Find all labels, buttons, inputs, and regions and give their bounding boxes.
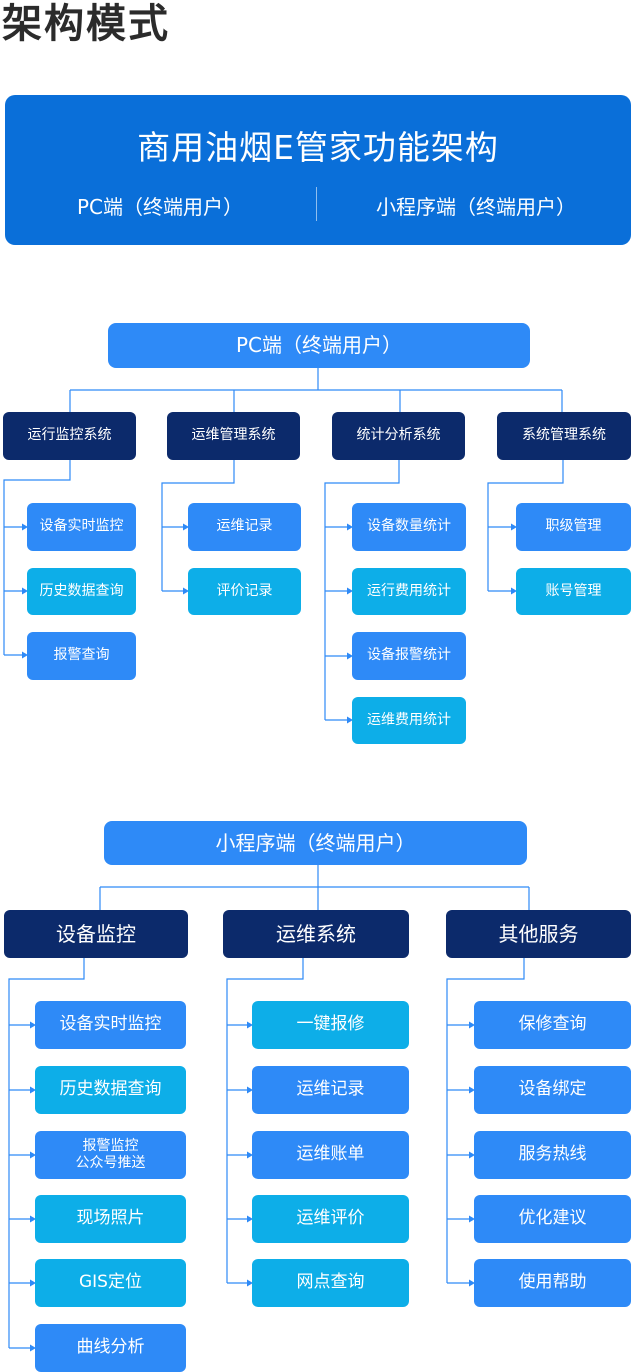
- banner-divider: [316, 187, 317, 221]
- pc-category-statistics: 统计分析系统: [332, 412, 465, 460]
- pc-item-node: 运行费用统计: [352, 568, 466, 615]
- pc-item-node: 评价记录: [188, 568, 301, 615]
- pc-root-node: PC端（终端用户）: [108, 323, 530, 368]
- pc-category-run-monitor: 运行监控系统: [3, 412, 136, 460]
- page-title: 架构模式: [2, 1, 170, 47]
- pc-item-node: 设备数量统计: [352, 503, 466, 551]
- mini-item-node: 使用帮助: [474, 1259, 631, 1307]
- pc-item-node: 设备报警统计: [352, 632, 466, 680]
- mini-item-node: 一键报修: [252, 1001, 409, 1049]
- mini-category-maintenance: 运维系统: [223, 910, 409, 958]
- mini-item-node: 曲线分析: [35, 1324, 186, 1372]
- pc-item-node: 运维记录: [188, 503, 301, 551]
- mini-item-node: 运维账单: [252, 1131, 409, 1179]
- mini-root-node: 小程序端（终端用户）: [104, 821, 527, 865]
- mini-item-node: 历史数据查询: [35, 1066, 186, 1114]
- mini-item-node: 设备实时监控: [35, 1001, 186, 1049]
- mini-item-node: 运维记录: [252, 1066, 409, 1114]
- mini-item-node: 设备绑定: [474, 1066, 631, 1114]
- pc-item-node: 运维费用统计: [352, 697, 466, 744]
- mini-item-node: 服务热线: [474, 1131, 631, 1179]
- mini-item-node: 运维评价: [252, 1195, 409, 1243]
- mini-item-node: GIS定位: [35, 1259, 186, 1307]
- mini-item-node: 优化建议: [474, 1195, 631, 1243]
- pc-item-node: 职级管理: [516, 503, 631, 551]
- mini-item-node: 现场照片: [35, 1195, 186, 1243]
- mini-item-node: 报警监控 公众号推送: [35, 1131, 186, 1179]
- pc-category-system-admin: 系统管理系统: [497, 412, 631, 460]
- mini-item-node: 网点查询: [252, 1259, 409, 1307]
- architecture-banner: 商用油烟E管家功能架构 PC端（终端用户） 小程序端（终端用户）: [5, 95, 631, 245]
- mini-item-node: 保修查询: [474, 1001, 631, 1049]
- banner-mini-label: 小程序端（终端用户）: [376, 195, 576, 219]
- mini-category-device-monitor: 设备监控: [4, 910, 188, 958]
- banner-title: 商用油烟E管家功能架构: [137, 128, 499, 167]
- pc-item-node: 历史数据查询: [27, 568, 136, 615]
- banner-pc-label: PC端（终端用户）: [76, 195, 244, 219]
- pc-item-node: 账号管理: [516, 568, 631, 615]
- pc-item-node: 设备实时监控: [27, 503, 136, 551]
- pc-item-node: 报警查询: [27, 632, 136, 680]
- mini-category-other-services: 其他服务: [446, 910, 631, 958]
- pc-category-maintenance: 运维管理系统: [167, 412, 300, 460]
